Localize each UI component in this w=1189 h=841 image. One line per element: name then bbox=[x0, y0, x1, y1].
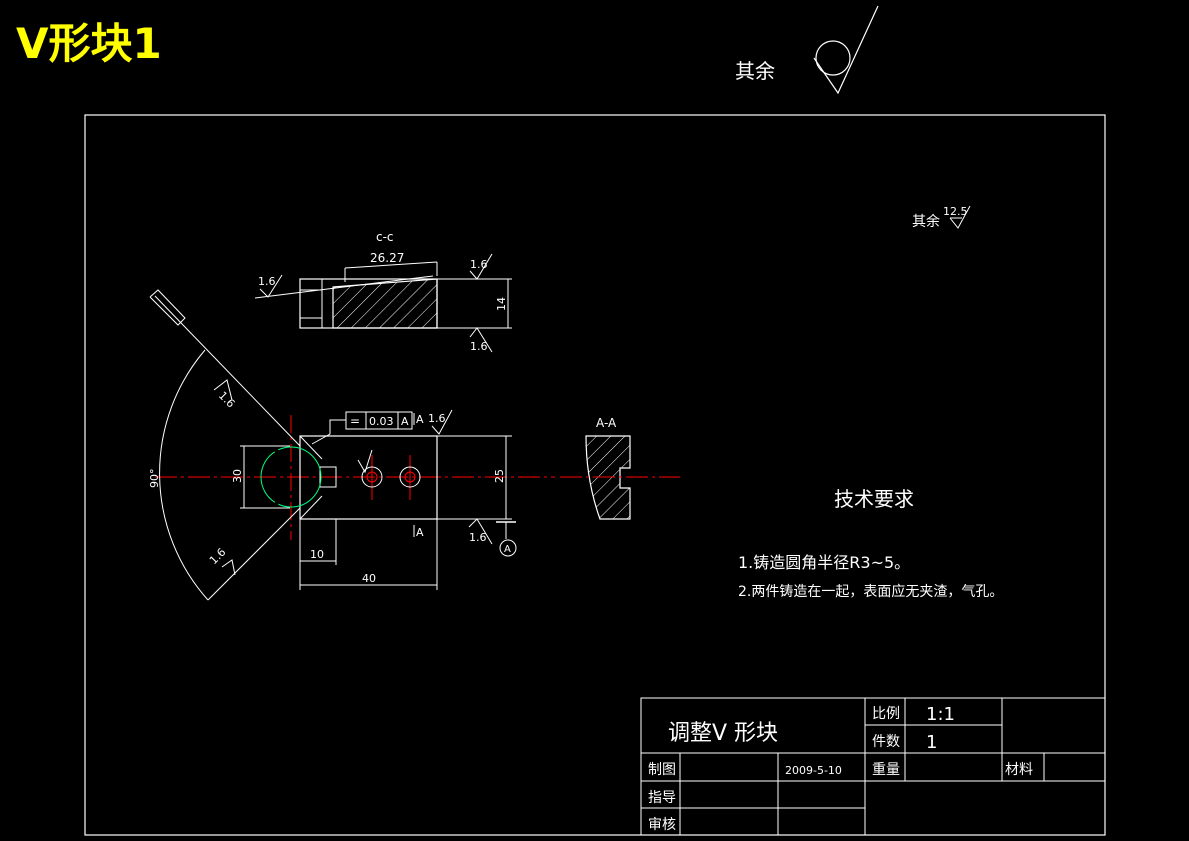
tolerance-frame: = 0.03 A bbox=[311, 411, 413, 445]
datum-circle-icon bbox=[499, 539, 517, 557]
main-view: 90° 1.6 1.6 30 25 10 40 bbox=[148, 289, 555, 601]
dim-40: 40 bbox=[362, 572, 376, 585]
section-view-cc: c-c 26.27 14 1.6 1.6 1.6 bbox=[254, 230, 512, 353]
roughness-circle-symbol-icon bbox=[813, 5, 879, 95]
rest-surface-label: 其余 bbox=[735, 59, 775, 83]
title-block bbox=[640, 697, 1106, 836]
material-label: 材料 bbox=[1005, 762, 1033, 778]
count-value: 1 bbox=[926, 732, 937, 753]
dim-14: 14 bbox=[495, 297, 508, 311]
drawn-date: 2009-5-10 bbox=[785, 764, 842, 777]
v-roughness-top: 1.6 bbox=[216, 389, 238, 411]
tolerance-symbol: = bbox=[350, 414, 360, 428]
cc-roughness-bottom: 1.6 bbox=[470, 340, 488, 353]
dim-26-27: 26.27 bbox=[370, 251, 404, 265]
angle-90: 90° bbox=[148, 469, 161, 489]
tech-line-1: 1.铸造圆角半径R3~5。 bbox=[738, 553, 910, 572]
section-mark-bottom: A bbox=[416, 526, 424, 539]
drawn-label: 制图 bbox=[648, 762, 676, 778]
cc-roughness-top: 1.6 bbox=[470, 258, 488, 271]
rest-roughness-label: 其余 bbox=[912, 213, 940, 230]
section-view-aa: A-A bbox=[560, 416, 680, 520]
tech-requirements: 技术要求 1.铸造圆角半径R3~5。 2.两件铸造在一起，表面应无夹渣，气孔。 bbox=[738, 487, 1003, 600]
v-roughness-bottom: 1.6 bbox=[207, 546, 229, 568]
scale-label: 比例 bbox=[872, 706, 900, 722]
tech-line-2: 2.两件铸造在一起，表面应无夹渣，气孔。 bbox=[738, 583, 1003, 600]
leader-tag-icon bbox=[149, 289, 186, 326]
roughness-triangle-icon bbox=[949, 205, 971, 229]
section-aa-label: A-A bbox=[596, 416, 617, 430]
tolerance-datum: A bbox=[401, 415, 409, 428]
drawing-title: V形块1 bbox=[16, 19, 162, 68]
dim-25: 25 bbox=[493, 469, 506, 483]
dim-10: 10 bbox=[310, 548, 324, 561]
section-cc-label: c-c bbox=[376, 230, 394, 244]
workpiece-circle-icon bbox=[260, 446, 322, 508]
scale-value: 1:1 bbox=[926, 704, 955, 725]
dim-30: 30 bbox=[231, 469, 244, 483]
section-mark-top: A bbox=[416, 413, 424, 426]
cc-roughness-left: 1.6 bbox=[258, 275, 276, 288]
main-roughness-bottom: 1.6 bbox=[469, 531, 487, 544]
drawing-frame bbox=[84, 114, 1106, 836]
tolerance-value: 0.03 bbox=[369, 415, 394, 428]
main-roughness-top: 1.6 bbox=[428, 412, 446, 425]
weight-label: 重量 bbox=[872, 762, 900, 778]
datum-label: A bbox=[504, 544, 511, 555]
rest-roughness-value: 12.5 bbox=[943, 205, 968, 218]
count-label: 件数 bbox=[872, 734, 900, 750]
review-label: 审核 bbox=[648, 817, 676, 833]
guide-label: 指导 bbox=[648, 790, 676, 806]
tech-heading: 技术要求 bbox=[834, 487, 914, 511]
part-name: 调整V 形块 bbox=[668, 721, 778, 746]
